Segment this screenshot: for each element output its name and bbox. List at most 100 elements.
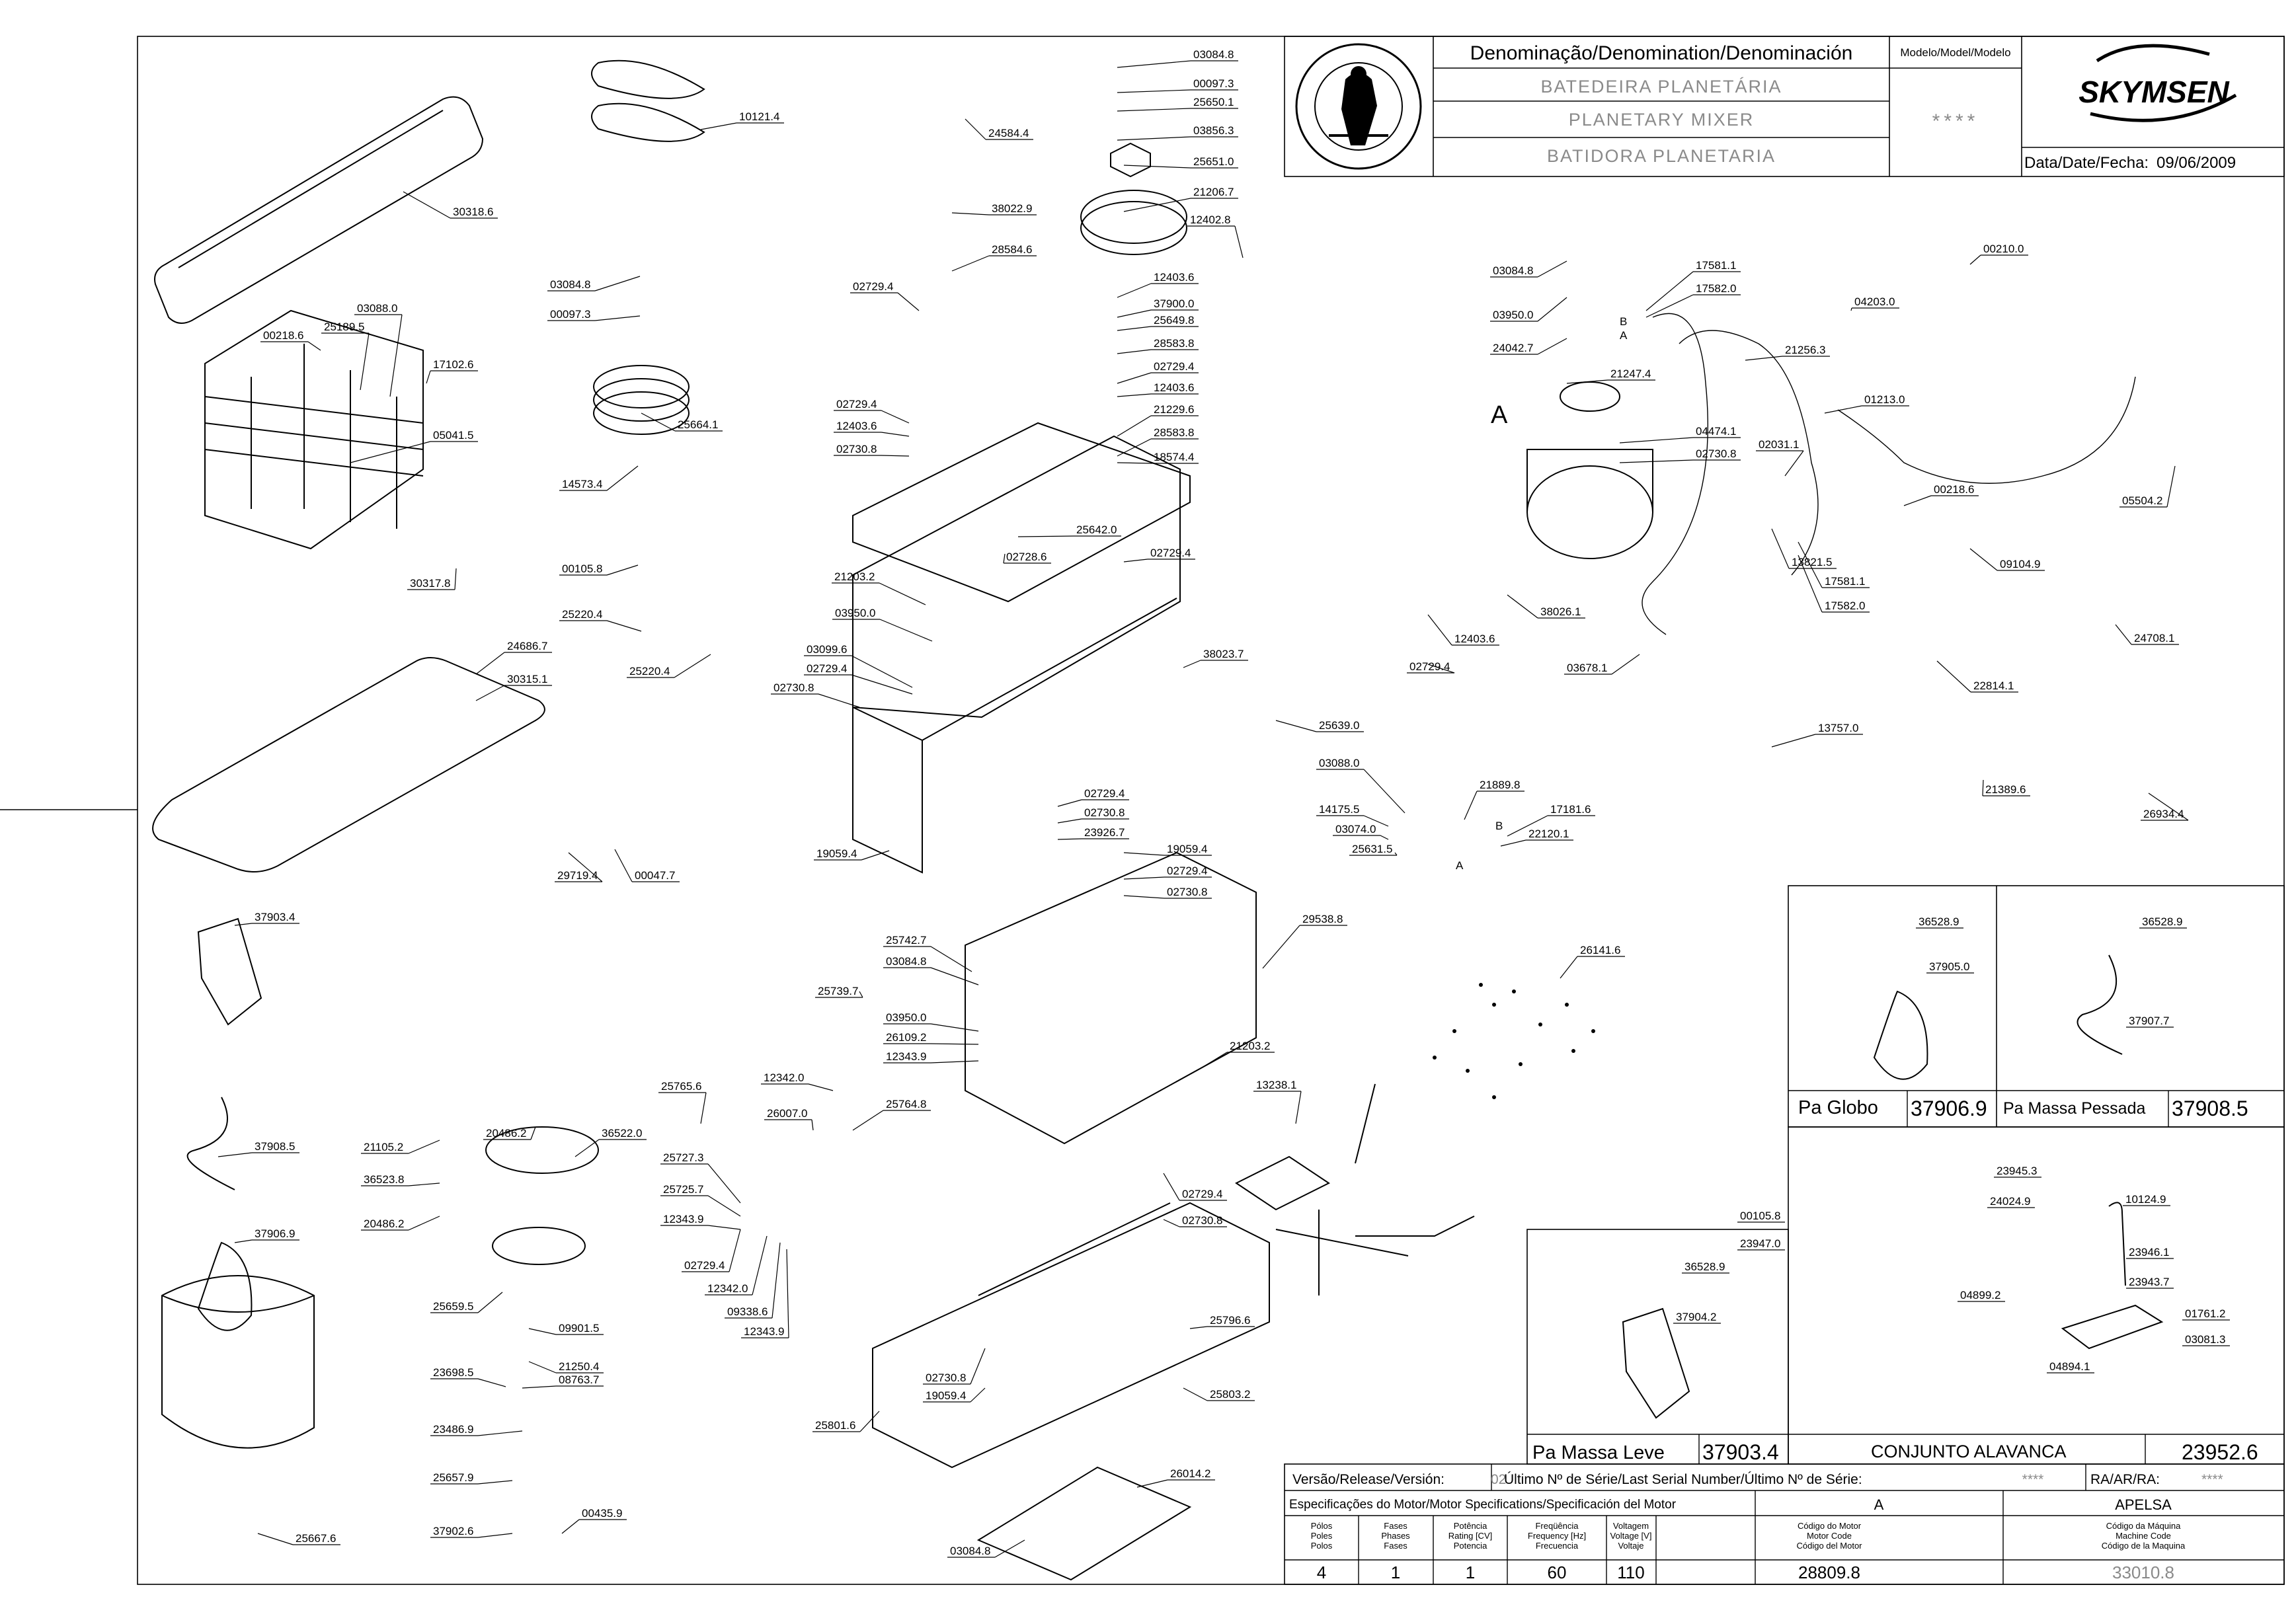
part-callout: 03084.8 (547, 276, 641, 291)
part-number-label: 21889.8 (1480, 779, 1520, 791)
model-label: Modelo/Model/Modelo (1900, 46, 2010, 59)
part-number-label: 12403.6 (1454, 633, 1495, 645)
title-block: Denominação/Denomination/Denominación BA… (1284, 36, 2285, 177)
assembly-boxes: Pa Globo 37906.9 Pa Massa Pessada 37908.… (1526, 885, 2285, 1465)
callout-leader (568, 852, 603, 882)
part-callout: 28584.6 (951, 243, 1037, 272)
part-callout: 02729.4 (1123, 547, 1195, 562)
part-number-label: 02729.4 (1084, 787, 1125, 800)
callout-leader (707, 1225, 741, 1230)
part-callout: 03950.0 (883, 1011, 979, 1032)
svg-text:28809.8: 28809.8 (1798, 1563, 1860, 1582)
assembly-pesada-label: Pa Massa Pessada (2003, 1099, 2145, 1118)
callout-leader (1117, 89, 1191, 93)
wire-marker-b: B (1620, 315, 1627, 328)
part-callout: 24584.4 (965, 118, 1033, 140)
callout-leader (530, 1126, 536, 1140)
svg-text:Potencia: Potencia (1454, 1541, 1487, 1551)
callout-leader (606, 620, 642, 632)
part-number-label: 13238.1 (1256, 1079, 1296, 1091)
part-callout: 25189.5 (321, 321, 370, 391)
part-number-label: 02730.8 (1084, 806, 1125, 819)
part-number-label: 09104.9 (2000, 558, 2040, 570)
part-number-label: 36522.0 (602, 1127, 642, 1140)
part-number-label: 25639.0 (1319, 719, 1359, 732)
part-callout: 02729.4 (850, 280, 920, 311)
part-number-label: 02031.1 (1759, 438, 1799, 451)
part-callout: 37908.5 (218, 1140, 299, 1157)
assembly-part-number: 37904.2 (1676, 1311, 1716, 1323)
assembly-part-number: 04894.1 (2049, 1360, 2090, 1373)
callout-leader (951, 212, 990, 215)
svg-text:Código do Motor: Código do Motor (1798, 1521, 1862, 1531)
whisk-drawing (197, 1241, 253, 1331)
part-number-label: 03084.8 (886, 955, 926, 968)
part-callout: 25639.0 (1275, 719, 1364, 732)
part-number-label: 21247.4 (1610, 367, 1651, 380)
part-number-label: 26934.4 (2143, 808, 2184, 820)
svg-text:Potência: Potência (1454, 1521, 1487, 1531)
column-drawing (852, 435, 1181, 874)
part-number-label: 24042.7 (1493, 342, 1533, 354)
part-number-label: 25801.6 (815, 1419, 855, 1432)
name-es: BATIDORA PLANETARIA (1547, 146, 1776, 166)
part-number-label: 02729.4 (853, 280, 893, 293)
part-callout: 03099.6 (804, 643, 913, 688)
part-callout: 26014.2 (1136, 1467, 1215, 1488)
callout-leader (477, 1292, 503, 1313)
assembly-part-number: 00105.8 (1740, 1210, 1780, 1222)
svg-text:1: 1 (1466, 1563, 1475, 1582)
wire-harness-drawing (1642, 313, 2136, 635)
part-number-label: 22120.1 (1528, 828, 1569, 840)
part-number-label: 02730.8 (836, 443, 877, 455)
part-number-label: 03856.3 (1193, 124, 1234, 137)
part-number-label: 02729.4 (1409, 660, 1450, 673)
svg-text:Fases: Fases (1384, 1541, 1407, 1551)
part-callout: 03088.0 (1316, 757, 1405, 814)
ra-label: RA/AR/RA: (2090, 1472, 2160, 1487)
part-callout: 25664.1 (641, 412, 723, 432)
bowl-lift-drawing (492, 1227, 586, 1265)
whisk-box-drawing (1873, 990, 1928, 1080)
callout-leader (1537, 297, 1567, 322)
callout-leader (970, 1348, 986, 1385)
callout-leader (930, 1060, 979, 1063)
callout-leader (930, 946, 972, 972)
callout-leader (808, 1083, 834, 1091)
part-callout: 04203.0 (1850, 295, 1899, 311)
callout-leader (1619, 437, 1694, 444)
callout-leader (930, 1023, 979, 1032)
callout-leader (1507, 815, 1548, 837)
motor-marker-a: A (1491, 401, 1508, 429)
callout-leader (1117, 283, 1152, 298)
callout-leader (1117, 60, 1191, 68)
part-callout: 22814.1 (1936, 660, 2018, 693)
part-callout: 36523.8 (361, 1173, 440, 1186)
part-number-label: 00210.0 (1983, 243, 2024, 255)
callout-leader (1117, 326, 1152, 331)
part-callout: 29719.4 (555, 852, 603, 882)
svg-text:60: 60 (1548, 1563, 1567, 1582)
part-number-label: 09901.5 (559, 1322, 599, 1334)
callout-leader (477, 1378, 506, 1387)
callout-leader (1566, 379, 1608, 384)
part-callout: 10121.4 (700, 110, 784, 130)
callout-leader (350, 441, 431, 463)
part-callout: 25764.8 (852, 1098, 931, 1131)
callout-leader (1363, 815, 1389, 827)
callout-leader (851, 655, 913, 688)
part-callout: 37902.6 (430, 1525, 513, 1538)
part-number-label: 21203.2 (834, 570, 875, 583)
callout-leader (772, 1242, 781, 1319)
callout-leader (861, 850, 890, 861)
pulley-left-drawing (593, 365, 690, 408)
callout-leader (408, 1182, 440, 1186)
spec-col-phases: Fases Phases Fases 1 (1381, 1521, 1410, 1582)
part-callout: 02729.4 (1117, 360, 1199, 384)
part-number-label: 03084.8 (950, 1545, 990, 1557)
part-callout: 09338.6 (725, 1242, 781, 1319)
part-callout: 38026.1 (1507, 594, 1585, 619)
callout-leader (594, 315, 641, 321)
callout-leader (408, 1216, 440, 1231)
